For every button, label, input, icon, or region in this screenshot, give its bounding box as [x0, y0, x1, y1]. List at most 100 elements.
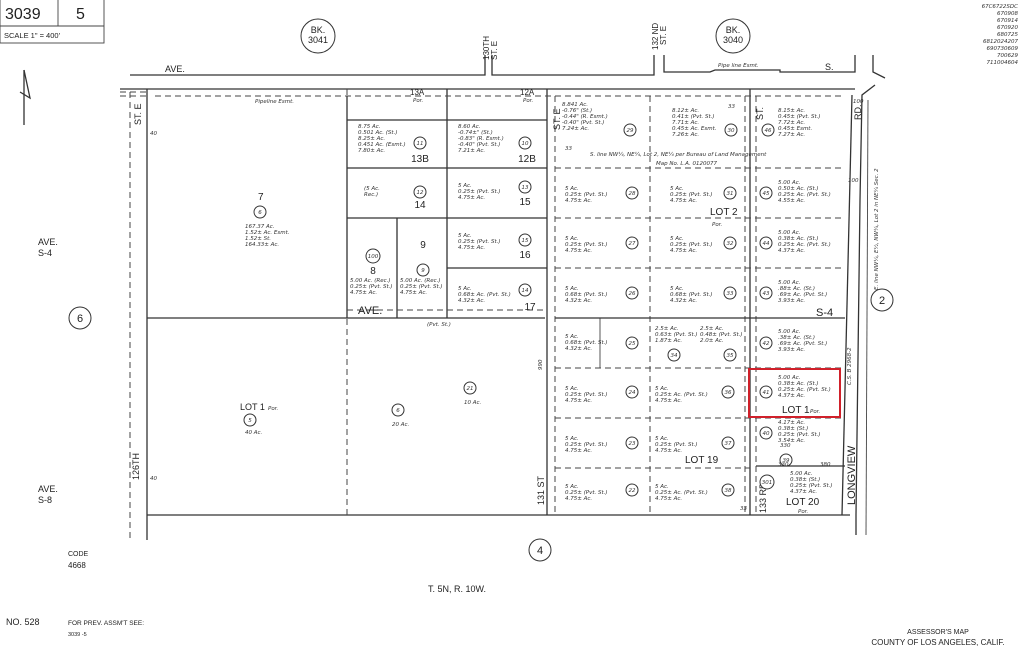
book-3040-marker: BK. 3040 — [715, 18, 751, 54]
acreage-line: .69± Ac. (Pvt. St.) — [778, 341, 827, 347]
parcel-42[interactable]: 425.00 Ac..38± Ac. (St.).69± Ac. (Pvt. S… — [759, 329, 827, 353]
acreage-line: 7.71± Ac. — [672, 120, 699, 126]
parcel-number: 34 — [671, 353, 678, 359]
parcel-number: 25 — [629, 341, 636, 347]
parcel-12[interactable]: 12(5 Ac.Rec.)14 — [364, 185, 427, 211]
parcel-31[interactable]: 315 Ac.0.25± (Pvt. St.)4.75± Ac. — [670, 186, 737, 204]
parcel-number: 27 — [629, 241, 636, 247]
parcel-44[interactable]: 445.00 Ac.0.38± Ac. (St.)0.25± Ac. (Pvt.… — [759, 230, 831, 254]
boundary-lines — [120, 55, 886, 540]
acreage-line: 4.55± Ac. — [778, 198, 805, 204]
parcel-28[interactable]: 285 Ac.0.25± (Pvt. St.)4.75± Ac. — [565, 186, 639, 204]
acreage-line: 0.68± (Pvt. St.) — [670, 292, 713, 298]
revision-entry: 67C6722SDC — [982, 4, 1019, 10]
book-number: 3039 — [5, 6, 41, 23]
acreage-line: 0.25± (Pvt. St.) — [565, 242, 608, 248]
parcel-39[interactable]: 39 — [779, 453, 793, 467]
parcel-23[interactable]: 235 Ac.0.25± (Pvt. St.)4.75± Ac. — [565, 436, 639, 454]
adjacent-map-4: 4 — [528, 538, 552, 562]
township-range: T. 5N, R. 10W. — [428, 584, 486, 594]
parcel-36[interactable]: 365 Ac.0.25± Ac. (Pvt. St.)4.75± Ac. — [655, 385, 735, 404]
parcel-37[interactable]: 375 Ac.0.25± (Pvt. St.)4.75± Ac. — [655, 436, 735, 454]
parcel-33[interactable]: 335 Ac.0.68± (Pvt. St.)4.32± Ac. — [670, 286, 737, 304]
parcel-30[interactable]: 308.12± Ac.0.41± (Pvt. St.)7.71± Ac.0.45… — [672, 108, 738, 138]
acreage-line: 4.75± Ac. — [458, 195, 485, 201]
acreage-line: 8.841 Ac. — [562, 102, 588, 108]
svg-text:33: 33 — [565, 146, 572, 152]
svg-text:ST. E: ST. E — [659, 26, 668, 45]
parcel-38[interactable]: 385 Ac.0.25± Ac. (Pvt. St.)4.75± Ac. — [655, 483, 735, 502]
parcel-41[interactable]: 415.00 Ac.0.38± Ac. (St.)0.25± Ac. (Pvt.… — [759, 375, 831, 399]
acreage-line: 0.68± (Pvt. St.) — [565, 292, 608, 298]
svg-text:10 Ac.: 10 Ac. — [464, 400, 482, 406]
parcel-46[interactable]: 468.15± Ac.0.45± (Pvt. St.)7.72± Ac.0.45… — [761, 108, 821, 138]
parcel-34[interactable]: 342.5± Ac.0.63± (Pvt. St.)1.87± Ac. — [655, 326, 698, 362]
svg-text:5: 5 — [248, 418, 252, 424]
parcel-24[interactable]: 245 Ac.0.25± (Pvt. St.)4.75± Ac. — [565, 385, 639, 404]
svg-text:126TH: 126TH — [131, 453, 141, 480]
acreage-line: 8.12± Ac. — [672, 108, 699, 114]
parcel-25[interactable]: 255 Ac.0.68± (Pvt. St.)4.32± Ac. — [565, 334, 639, 352]
revision-entry: 670908 — [997, 11, 1018, 17]
acreage-line: -0.40" (Pvt. St.) — [562, 120, 604, 126]
lot-number: 15 — [519, 197, 531, 208]
acreage-line: 5.00 Ac. — [778, 280, 801, 286]
parcel-number-circle — [759, 186, 773, 200]
parcel-number: 10 — [522, 141, 529, 147]
parcel-27[interactable]: 27 5 Ac.0.25± (Pvt. St.)4.75± Ac. — [565, 236, 639, 254]
parcel-26[interactable]: 265 Ac.0.68± (Pvt. St.)4.32± Ac. — [565, 286, 639, 304]
parcel-22[interactable]: 225 Ac.0.25± (Pvt. St.)4.75± Ac. — [565, 483, 639, 502]
svg-text:S-4: S-4 — [38, 248, 52, 258]
parcel-15[interactable]: 155 Ac.0.25± (Pvt. St.)4.75± Ac.16 — [458, 233, 532, 261]
acreage-line: .88± Ac. (St.) — [778, 286, 815, 292]
parcel-5[interactable]: 5 40 Ac. — [243, 413, 263, 436]
acreage-line: 4.75± Ac. — [565, 248, 592, 254]
acreage-line: 5 Ac. — [565, 236, 579, 242]
acreage-line: -0.74±" (St.) — [458, 130, 493, 136]
acreage-line: 0.25± (Pvt. St.) — [565, 442, 608, 448]
svg-text:RD.: RD. — [853, 105, 863, 121]
svg-text:LOT 20: LOT 20 — [786, 497, 820, 508]
parcel-13[interactable]: 135 Ac.0.25± (Pvt. St.)4.75± Ac.15 — [458, 180, 532, 208]
parcel-number-circle — [625, 236, 639, 250]
parcel-number: 100 — [368, 254, 379, 260]
parcel-number: 29 — [627, 128, 634, 134]
parcel-number-circle — [721, 436, 735, 450]
acreage-line: 4.75± Ac. — [350, 290, 377, 296]
acreage-line: 0.25± (Pvt. St.) — [670, 192, 713, 198]
parcel-10[interactable]: 108.60 Ac.-0.74±" (St.)-0.83" (R. Esmt.)… — [458, 124, 536, 165]
parcel-number: 39 — [783, 458, 790, 464]
revision-list: 67C6722SDC670908670914670920680725681202… — [982, 4, 1019, 66]
prev-assessment-ref: 3039 -5 — [68, 632, 87, 638]
parcel-43[interactable]: 435.00 Ac..88± Ac. (St.).69± Ac. (Pvt. S… — [759, 280, 827, 304]
parcel-32[interactable]: 325 Ac.0.25± (Pvt. St.)4.75± Ac. — [670, 236, 737, 254]
svg-text:Por.: Por. — [810, 409, 820, 415]
svg-text:167.37 Ac.: 167.37 Ac. — [245, 224, 275, 230]
parcel-6[interactable]: 6 20 Ac. — [391, 403, 410, 428]
svg-text:21: 21 — [467, 386, 474, 392]
parcel-21[interactable]: 21 10 Ac. — [463, 381, 482, 406]
acreage-line: 5 Ac. — [458, 286, 472, 292]
map-number: NO. 528 — [6, 617, 40, 627]
parcel-number-circle — [667, 348, 681, 362]
svg-text:E. line NW¼, E½, NW¼, Lot 2 in: E. line NW¼, E½, NW¼, Lot 2 in NE¼ Sec. … — [873, 168, 880, 290]
svg-text:40: 40 — [150, 476, 157, 482]
parcel-40[interactable]: 404.17± Ac.0.38± (St.)0.25± (Pvt. St.)3.… — [759, 420, 821, 444]
parcel-35[interactable]: 352.5± Ac.0.48± (Pvt. St.)2.0± Ac. — [700, 326, 743, 362]
acreage-line: 5 Ac. — [458, 183, 472, 189]
parcel-7[interactable]: 7 6 167.37 Ac. 1.52± Ac. Esmt. 1.52± St.… — [245, 192, 290, 248]
svg-text:990: 990 — [538, 359, 544, 370]
highlighted-parcel-41[interactable] — [748, 368, 841, 418]
parcel-45[interactable]: 455.00 Ac.0.50± Ac. (St.)0.25± Ac. (Pvt.… — [759, 180, 831, 204]
acreage-line: 0.25± (Pvt. St.) — [565, 192, 608, 198]
parcel-9[interactable]: 95.00 Ac. (Rec.)0.25± (Pvt. St.)4.75± Ac… — [400, 240, 443, 296]
parcel-number-circle — [518, 233, 532, 247]
county-label: COUNTY OF LOS ANGELES, CALIF. — [871, 638, 1004, 647]
parcel-14[interactable]: 145 Ac.0.68± Ac. (Pvt. St.)4.32± Ac.17 — [458, 283, 536, 313]
parcel-29[interactable]: 298.841 Ac.-0.76" (St.)-0.44" (R. Esmt.)… — [562, 102, 637, 137]
parcel-11[interactable]: 118.75 Ac.0.501 Ac. (St.)8.25± Ac.0.451 … — [358, 124, 429, 165]
acreage-line: 2.0± Ac. — [700, 338, 724, 344]
revision-entry: 711004604 — [987, 60, 1019, 66]
